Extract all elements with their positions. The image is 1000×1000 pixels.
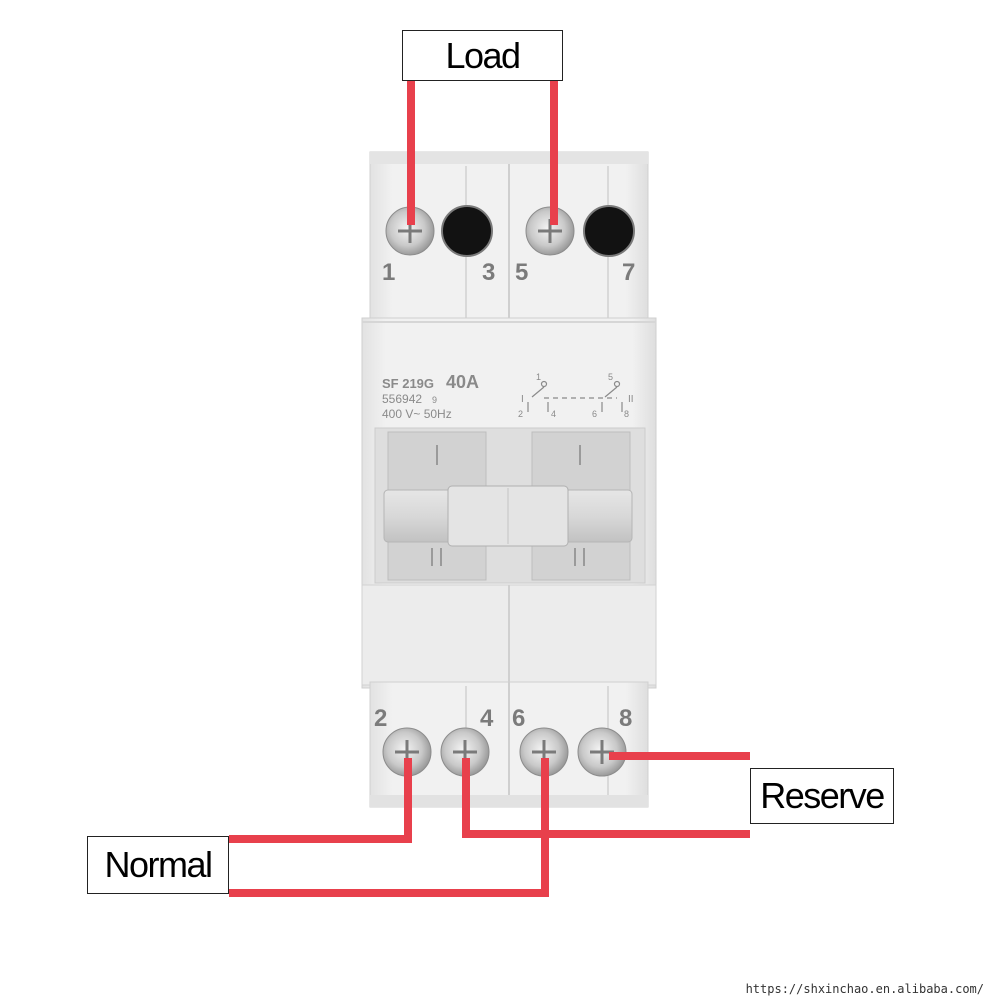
terminal-label-3: 3 (482, 259, 495, 286)
model-text: SF 219G (382, 376, 434, 391)
schematic-position-two: II (628, 394, 634, 405)
terminal-label-4: 4 (480, 705, 494, 732)
schematic-pin-8: 8 (624, 409, 629, 419)
schematic-pin-2: 2 (518, 409, 523, 419)
reserve-label: Reserve (750, 768, 894, 824)
top-hole-3 (441, 205, 493, 257)
schematic-pin-5: 5 (608, 372, 613, 382)
terminal-label-6: 6 (512, 705, 525, 732)
selector-lever[interactable] (383, 485, 633, 547)
terminal-label-8: 8 (619, 705, 632, 732)
watermark-url: https://shxinchao.en.alibaba.com/ (745, 982, 984, 996)
part-number-text: 556942 (382, 392, 422, 406)
wiring-schematic (527, 380, 623, 412)
top-screw-1 (385, 206, 435, 256)
bottom-screw-8 (577, 727, 627, 777)
schematic-pin-4: 4 (551, 409, 556, 419)
reserve-wires (462, 752, 750, 838)
rating-text: 40A (446, 372, 479, 392)
terminal-label-5: 5 (515, 259, 528, 286)
schematic-pin-1: 1 (536, 372, 541, 382)
normal-label: Normal (87, 836, 229, 894)
top-hole-7 (583, 205, 635, 257)
schematic-pin-6: 6 (592, 409, 597, 419)
load-label: Load (402, 30, 563, 81)
switch-body (361, 151, 657, 808)
schematic-position-one: I (521, 394, 524, 405)
terminal-label-2: 2 (374, 705, 387, 732)
normal-wires (229, 758, 549, 897)
load-wires (407, 81, 558, 225)
terminal-label-7: 7 (622, 259, 635, 286)
part-suffix-text: 9 (432, 395, 437, 405)
voltage-text: 400 V~ 50Hz (382, 407, 452, 421)
terminal-label-1: 1 (382, 259, 395, 286)
